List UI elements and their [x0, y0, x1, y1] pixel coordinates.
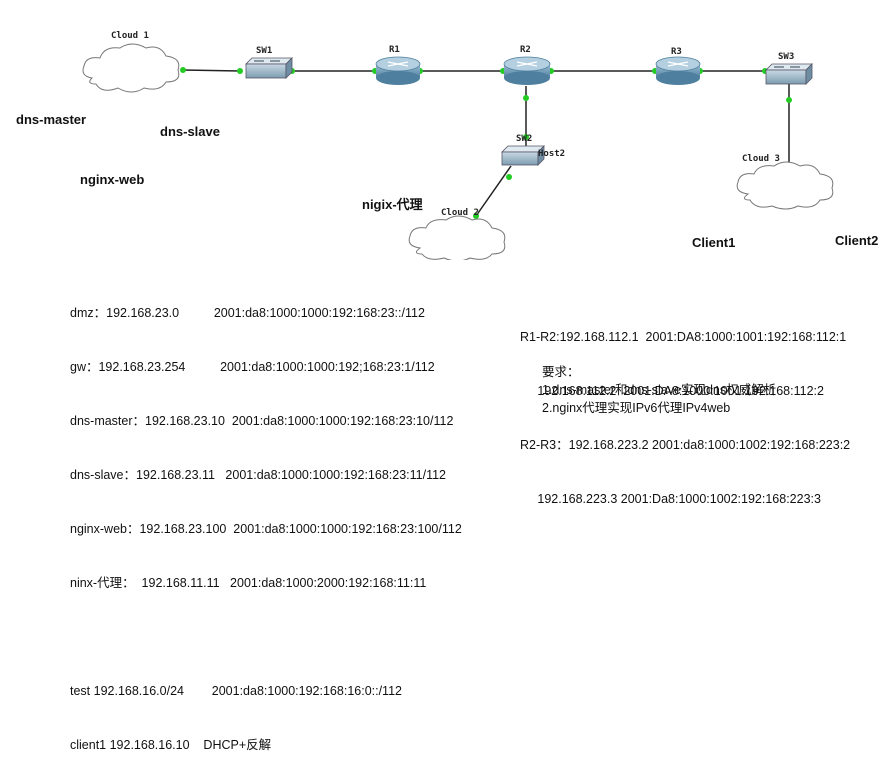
switch-sw1[interactable]: SW1 [245, 46, 293, 79]
info-line: R2-R3：192.168.223.2 2001:da8:1000:1002:1… [520, 438, 851, 452]
link-cloud1-sw1 [182, 69, 241, 72]
label-nigix-proxy: nigix-代理 [362, 197, 423, 212]
cloud-icon [408, 215, 506, 260]
label-dns-master: dns-master [16, 112, 87, 127]
router-icon [375, 56, 421, 85]
requirements-title: 要求： [542, 365, 580, 379]
router-icon [503, 56, 551, 85]
cloud-3[interactable]: Cloud 3 [736, 154, 834, 210]
info-line: nginx-web：192.168.23.100 2001:da8:1000:1… [70, 522, 462, 536]
requirement-item: 2.nginx代理实现IPv6代理IPv4web [542, 401, 731, 415]
switch-icon [245, 57, 293, 79]
network-topology: Cloud 1 SW1 R1 R2 [82, 31, 834, 260]
info-line: dns-slave：192.168.23.11 2001:da8:1000:10… [70, 468, 447, 482]
info-line: 192.168.223.3 2001:Da8:1000:1002:192:168… [520, 492, 821, 506]
info-line: dmz：192.168.23.0 2001:da8:1000:1000:192:… [70, 306, 425, 320]
cloud-3-label: Cloud 3 [742, 154, 780, 164]
link-endpoints [180, 67, 792, 219]
info-line: R1-R2:192.168.112.1 2001:DA8:1000:1001:1… [520, 330, 847, 344]
label-dns-slave: dns-slave [160, 124, 220, 139]
cloud-2[interactable]: Cloud 2 [408, 208, 506, 260]
switch-sw2[interactable]: SW2 Host2 [501, 134, 565, 166]
sw2-label: SW2 [516, 134, 532, 144]
cloud-1[interactable]: Cloud 1 [82, 31, 180, 93]
info-line: test 192.168.16.0/24 2001:da8:1000:192:1… [70, 684, 402, 698]
label-nginx-web: nginx-web [80, 172, 145, 187]
info-line: 192.168.112.2 2001:DA8:1000:1001:192:168… [520, 384, 824, 398]
label-client2: Client2 [835, 233, 879, 248]
left-address-info: dmz：192.168.23.0 2001:da8:1000:1000:192:… [70, 268, 462, 772]
cloud-icon [736, 161, 834, 210]
router-r3[interactable]: R3 [655, 47, 701, 85]
switch-sw3[interactable]: SW3 [765, 52, 813, 85]
switch-icon [765, 63, 813, 85]
link-sw2-cloud2 [475, 165, 512, 217]
sw3-label: SW3 [778, 52, 794, 62]
router-icon [655, 56, 701, 85]
info-line [70, 628, 462, 646]
sw1-label: SW1 [256, 46, 272, 56]
r1-label: R1 [389, 45, 400, 55]
label-client1: Client1 [692, 235, 736, 250]
info-line: ninx-代理： 192.168.11.11 2001:da8:1000:200… [70, 576, 427, 590]
r3-label: R3 [671, 47, 682, 57]
router-r1[interactable]: R1 [375, 45, 421, 85]
info-line: gw：192.168.23.254 2001:da8:1000:1000:192… [70, 360, 435, 374]
requirement-item: 1.dns-master和dns-slave实现dns权威解析 [542, 383, 777, 397]
cloud-1-label: Cloud 1 [111, 31, 149, 41]
info-line: client1 192.168.16.10 DHCP+反解 [70, 738, 272, 752]
requirements: 要求： 1.dns-master和dns-slave实现dns权威解析 2.ng… [542, 363, 776, 417]
r2-label: R2 [520, 45, 531, 55]
router-r2[interactable]: R2 [503, 45, 551, 85]
switch-icon [501, 145, 545, 166]
info-line: dns-master：192.168.23.10 2001:da8:1000:1… [70, 414, 454, 428]
cloud-icon [82, 43, 180, 93]
links [182, 69, 790, 217]
host2-label: Host2 [538, 149, 565, 159]
cloud-2-label: Cloud 2 [441, 208, 479, 218]
